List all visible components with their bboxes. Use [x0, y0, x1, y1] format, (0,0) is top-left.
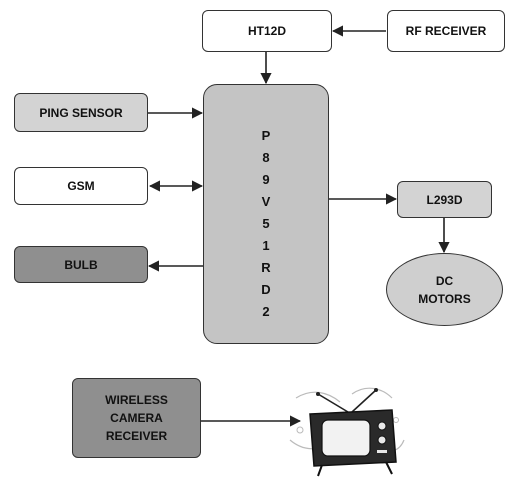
mcu-letter: V — [261, 194, 271, 209]
wireless-camera-receiver-block: WIRELESS CAMERA RECEIVER — [72, 378, 201, 458]
ht12d-label: HT12D — [247, 24, 286, 38]
camera-label-line2: CAMERA — [110, 411, 163, 425]
mcu-letter: 1 — [262, 238, 270, 253]
rf-receiver-label: RF RECEIVER — [405, 24, 487, 38]
dc-motors-label-line1: DC — [435, 273, 454, 288]
dc-motors-ellipse: DC MOTORS — [386, 253, 503, 326]
ping-sensor-block: PING SENSOR — [14, 93, 148, 132]
camera-label-line3: RECEIVER — [105, 429, 168, 443]
mcu-letter: 8 — [262, 150, 270, 165]
television-icon — [289, 387, 405, 477]
mcu-letter: 9 — [262, 172, 270, 187]
ht12d-block: HT12D — [202, 10, 332, 52]
camera-label-line1: WIRELESS — [105, 393, 168, 407]
bulb-block: BULB — [14, 246, 148, 283]
mcu-letter: 5 — [262, 216, 270, 231]
l293d-block: L293D — [397, 181, 492, 218]
l293d-label: L293D — [426, 192, 463, 207]
mcu-letter: P — [261, 128, 271, 143]
ping-sensor-label: PING SENSOR — [39, 105, 123, 120]
mcu-letter: D — [261, 282, 271, 297]
mcu-letter: R — [261, 260, 271, 275]
gsm-block: GSM — [14, 167, 148, 205]
gsm-label: GSM — [67, 179, 95, 193]
dc-motors-label-line2: MOTORS — [418, 291, 471, 306]
mcu-letter: 2 — [262, 304, 270, 319]
rf-receiver-block: RF RECEIVER — [387, 10, 505, 52]
bulb-label: BULB — [64, 257, 98, 272]
microcontroller-block: P 8 9 V 5 1 R D 2 — [203, 84, 329, 344]
